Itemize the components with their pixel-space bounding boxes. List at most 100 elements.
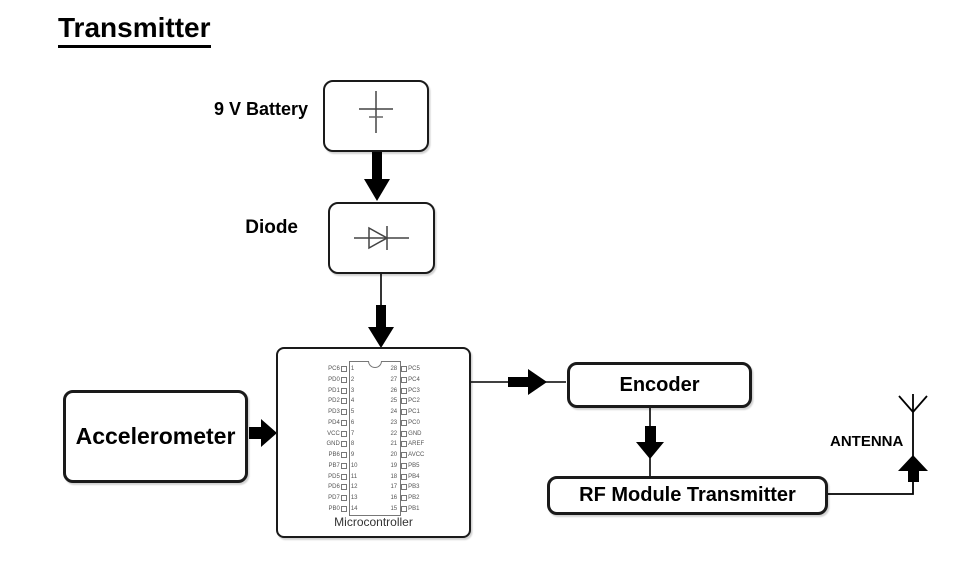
arrow-diode-to-mcu-icon bbox=[368, 305, 394, 348]
microcontroller-ic: PC6 1 28 PC5 PD0 2 27 bbox=[278, 349, 469, 536]
pin-pad-icon bbox=[340, 398, 347, 405]
pin-name-right: PB5 bbox=[408, 462, 420, 469]
pin-name-left: PB7 bbox=[328, 462, 340, 469]
pin-number-left: 2 bbox=[350, 376, 355, 383]
rf-module-transmitter-label: RF Module Transmitter bbox=[579, 484, 796, 506]
pin-name-left: PB6 bbox=[328, 452, 340, 459]
pin-number-right: 28 bbox=[390, 366, 398, 372]
pin-number-right: 22 bbox=[390, 430, 398, 437]
line-rf-to-antenna bbox=[828, 481, 914, 495]
pin-pad-icon bbox=[340, 430, 347, 437]
ic-pin-row: PD4 6 23 PC0 bbox=[280, 418, 468, 428]
pin-number-left: 11 bbox=[350, 473, 358, 480]
pin-pad-icon bbox=[340, 419, 347, 426]
pin-name-right: PC0 bbox=[408, 419, 420, 426]
pin-pad-icon bbox=[401, 430, 408, 437]
ic-pin-rows: PC6 1 28 PC5 PD0 2 27 bbox=[280, 364, 468, 514]
pin-number-right: 15 bbox=[390, 505, 398, 512]
pin-name-left: PB0 bbox=[328, 505, 340, 512]
ic-pin-row: PD7 13 16 PB2 bbox=[280, 493, 468, 503]
pin-number-right: 20 bbox=[390, 452, 398, 459]
battery-cell-icon bbox=[359, 91, 393, 133]
encoder-label: Encoder bbox=[619, 373, 700, 396]
pin-name-left: PD1 bbox=[328, 387, 340, 394]
accelerometer-label: Accelerometer bbox=[75, 423, 236, 449]
antenna-label: ANTENNA bbox=[830, 433, 904, 450]
pin-number-left: 12 bbox=[350, 484, 358, 491]
pin-number-left: 1 bbox=[350, 366, 355, 372]
pin-number-right: 21 bbox=[390, 441, 398, 448]
microcontroller-caption: Microcontroller bbox=[334, 515, 413, 529]
ic-pin-row: PD5 11 18 PB4 bbox=[280, 472, 468, 482]
pin-name-left: GND bbox=[326, 441, 340, 448]
pin-number-left: 3 bbox=[350, 387, 355, 394]
pin-number-right: 17 bbox=[390, 484, 398, 491]
pin-number-right: 25 bbox=[390, 398, 398, 405]
pin-number-right: 23 bbox=[390, 419, 398, 426]
ic-pin-row: PD6 12 17 PB3 bbox=[280, 482, 468, 492]
pin-name-right: PC2 bbox=[408, 398, 420, 405]
pin-pad-icon bbox=[401, 505, 408, 512]
pin-name-left: VCC bbox=[327, 430, 340, 437]
pin-number-left: 10 bbox=[350, 462, 358, 469]
pin-number-left: 6 bbox=[350, 419, 355, 426]
pin-name-left: PD5 bbox=[328, 473, 340, 480]
microcontroller-box: PC6 1 28 PC5 PD0 2 27 bbox=[276, 347, 471, 538]
pin-pad-icon bbox=[340, 484, 347, 491]
pin-pad-icon bbox=[340, 366, 347, 372]
pin-number-right: 26 bbox=[390, 387, 398, 394]
pin-pad-icon bbox=[340, 409, 347, 416]
pin-number-right: 16 bbox=[390, 495, 398, 502]
arrow-encoder-to-rf-icon bbox=[636, 426, 664, 459]
pin-pad-icon bbox=[401, 473, 408, 480]
pin-name-right: PC1 bbox=[408, 409, 420, 416]
pin-name-right: PB3 bbox=[408, 484, 420, 491]
pin-name-right: AREF bbox=[408, 441, 425, 448]
pin-name-right: PB2 bbox=[408, 495, 420, 502]
pin-pad-icon bbox=[340, 452, 347, 459]
pin-pad-icon bbox=[401, 376, 408, 383]
arrow-battery-to-diode-icon bbox=[364, 151, 390, 201]
pin-number-left: 5 bbox=[350, 409, 355, 416]
ic-pin-row: PD3 5 24 PC1 bbox=[280, 407, 468, 417]
pin-number-left: 8 bbox=[350, 441, 355, 448]
battery-box bbox=[323, 80, 429, 152]
pin-pad-icon bbox=[340, 376, 347, 383]
pin-name-left: PD6 bbox=[328, 484, 340, 491]
pin-pad-icon bbox=[401, 441, 408, 448]
pin-name-left: PD7 bbox=[328, 495, 340, 502]
pin-number-right: 24 bbox=[390, 409, 398, 416]
pin-pad-icon bbox=[340, 505, 347, 512]
pin-pad-icon bbox=[340, 441, 347, 448]
pin-pad-icon bbox=[340, 473, 347, 480]
ic-pin-row: PD1 3 26 PC3 bbox=[280, 386, 468, 396]
arrow-accel-to-mcu-icon bbox=[249, 419, 277, 447]
pin-number-left: 14 bbox=[350, 505, 358, 512]
pin-number-right: 19 bbox=[390, 462, 398, 469]
pin-name-left: PD4 bbox=[328, 419, 340, 426]
pin-name-right: PB1 bbox=[408, 505, 420, 512]
encoder-box: Encoder bbox=[567, 362, 752, 408]
diode-icon bbox=[354, 226, 409, 250]
pin-name-right: GND bbox=[408, 430, 422, 437]
battery-label: 9 V Battery bbox=[213, 99, 308, 119]
ic-body bbox=[349, 361, 401, 516]
pin-pad-icon bbox=[401, 409, 408, 416]
arrow-mcu-to-encoder-icon bbox=[508, 369, 547, 395]
pin-pad-icon bbox=[340, 387, 347, 394]
pin-number-right: 18 bbox=[390, 473, 398, 480]
diode-box bbox=[328, 202, 435, 274]
pin-pad-icon bbox=[340, 462, 347, 469]
ic-pin-row: PB7 10 19 PB5 bbox=[280, 461, 468, 471]
pin-pad-icon bbox=[340, 495, 347, 502]
pin-name-right: AVCC bbox=[408, 452, 425, 459]
page-title: Transmitter bbox=[58, 12, 211, 48]
pin-number-right: 27 bbox=[390, 376, 398, 383]
rf-module-transmitter-box: RF Module Transmitter bbox=[547, 476, 828, 515]
pin-name-left: PD0 bbox=[328, 376, 340, 383]
pin-name-right: PC3 bbox=[408, 387, 420, 394]
ic-pin-row: PB0 14 15 PB1 bbox=[280, 504, 468, 514]
pin-pad-icon bbox=[401, 419, 408, 426]
